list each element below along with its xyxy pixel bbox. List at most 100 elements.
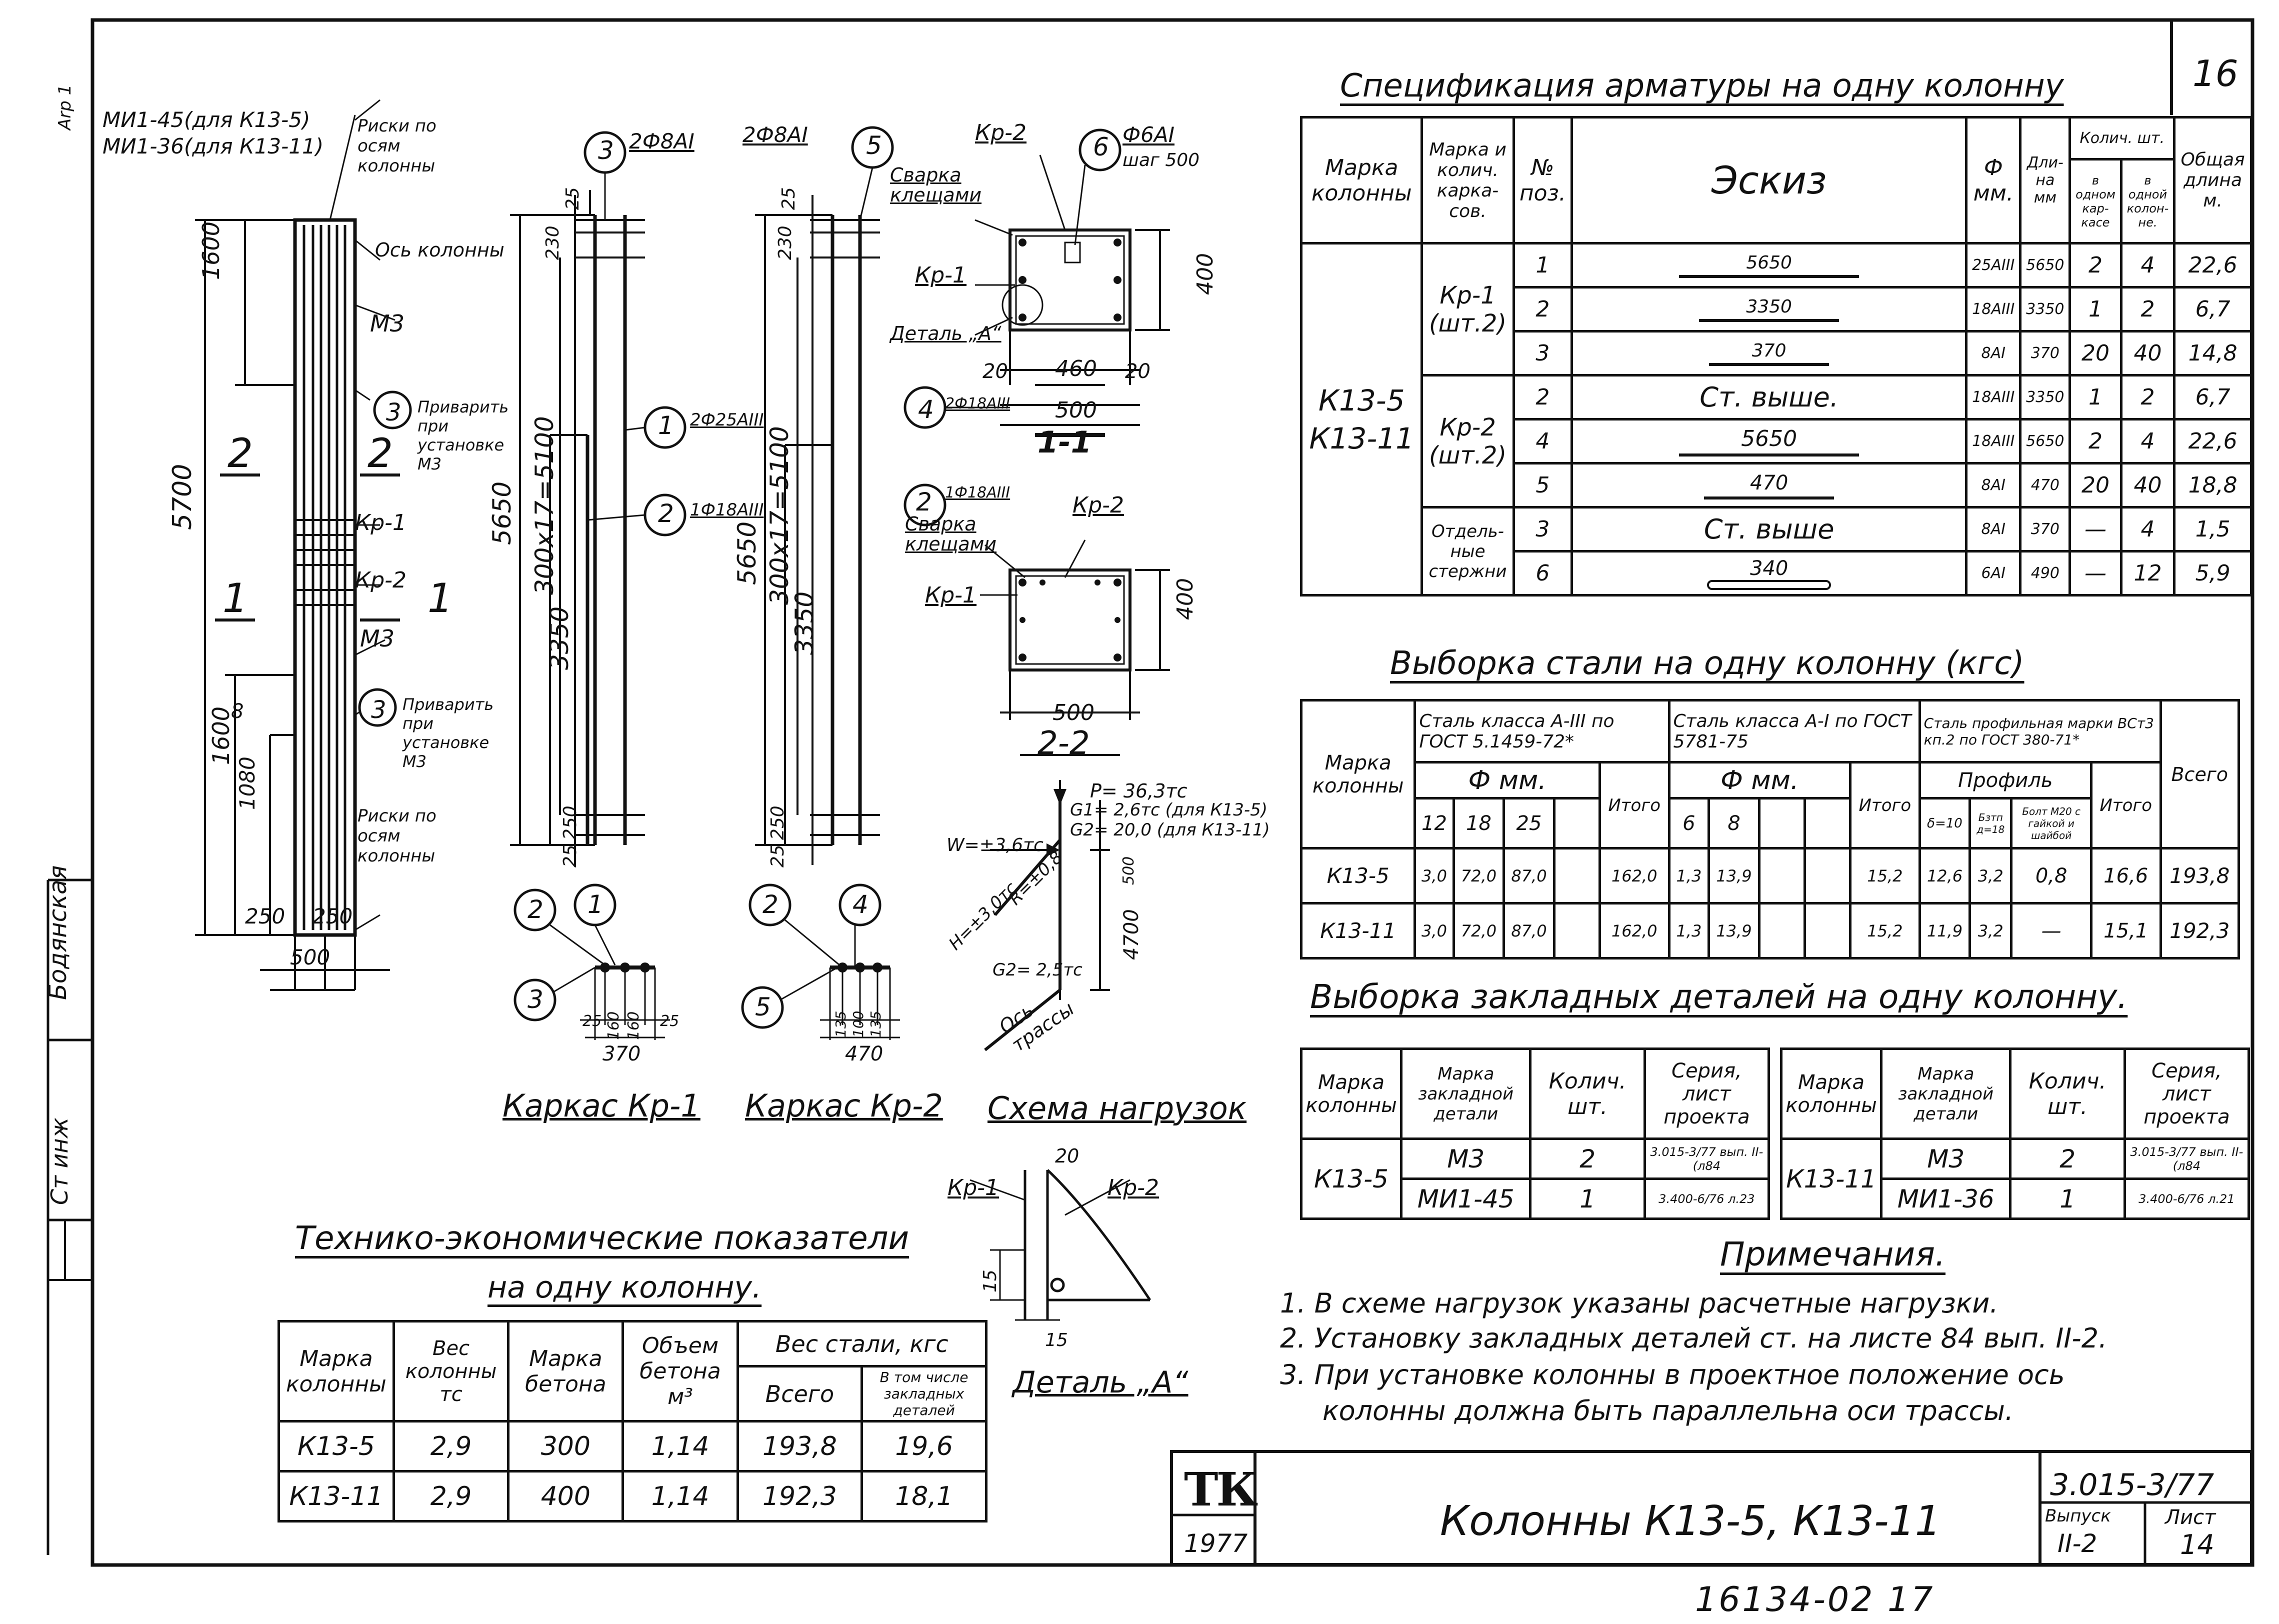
steel-r0-blank1: [1552, 847, 1601, 904]
steel-h-blank3: [1803, 797, 1852, 850]
steel-h-blank1: [1552, 797, 1601, 850]
spec-group-separate: Отдель- ные стержни: [1420, 506, 1515, 596]
steel-r1-it2: 15,2: [1849, 902, 1921, 960]
margin-code: Arp 1: [55, 84, 75, 130]
steel-h-d12: 12: [1414, 797, 1455, 850]
spec-h-obshaya: Общая длина м.: [2173, 116, 2252, 244]
note-2: 2. Установку закладных деталей ст. на ли…: [1280, 1322, 2108, 1354]
spec-r3-total: 6,7: [2173, 374, 2252, 420]
kr2-dim-25-bot: 25: [768, 844, 788, 868]
emb-r-r0-kol: 2: [2009, 1138, 2126, 1180]
col-section-2-right: 2: [368, 430, 393, 476]
spec-h-marka: Марка колонны: [1300, 116, 1424, 244]
title-list: 14: [2180, 1529, 2214, 1560]
kr1-sec-dim-370: 370: [602, 1042, 641, 1066]
steel-r0-all: 193,8: [2159, 847, 2240, 904]
tep-title-1: Технико-экономические показатели: [295, 1220, 910, 1257]
title-series: 3.015-3/77: [2050, 1468, 2214, 1502]
margin-stamp: Бодянская: [44, 865, 72, 1000]
s22-svarka: Сварка клещами: [905, 513, 997, 555]
col-callout-kr2: Кр-2: [355, 568, 407, 593]
embedded-table-left: Марка колонны Марка закладной детали Кол…: [1300, 1048, 1770, 1220]
spec-h-dlina: Дли- на мм: [2019, 116, 2072, 244]
s22-dim-400: 400: [1172, 578, 1198, 620]
tep-r1-beton: 400: [507, 1470, 624, 1522]
s11-bubble-6: 6: [1093, 132, 1109, 162]
emb-r-r0-seria: 3.015-3/77 вып. II-(л84: [2123, 1138, 2250, 1180]
kr2-sec-dim-100: 100: [850, 1010, 866, 1038]
kr1-sec-bubble-2: 2: [528, 895, 544, 924]
kr1-dim-230: 230: [542, 226, 563, 260]
spec-group-kr1: Кр-1 (шт.2): [1420, 242, 1515, 376]
detail-kr1: Кр-1: [948, 1175, 1000, 1200]
spec-r0-phi: 25АIII: [1965, 242, 2022, 288]
s11-title: 1-1: [1038, 425, 1092, 460]
spec-h-kolgroup: Колич. шт.: [2068, 116, 2176, 160]
col-callout-riski-top: Риски по осям колонны: [358, 116, 436, 176]
steel-h-itogo2: Итого: [1849, 761, 1921, 850]
steel-h-prof: Сталь профильная марки ВСт3 кп.2 по ГОСТ…: [1918, 699, 2162, 764]
load-g1: G1= 2,6тс (для К13-5): [1070, 800, 1268, 820]
steel-r1-blank3: [1803, 902, 1852, 960]
steel-r1-it1: 162,0: [1598, 902, 1670, 960]
col-callout-riski-bot: Риски по осям колонны: [358, 806, 436, 866]
spec-r7-total: 5,9: [2173, 550, 2252, 596]
col-callout-kr1: Кр-1: [355, 510, 407, 536]
s11-f6ai: Ф6АI: [1122, 122, 1174, 147]
emb-l-r0-seria: 3.015-3/77 вып. II-(л84: [1643, 1138, 1770, 1180]
s11-1f18: 1Ф18АIII: [945, 484, 1010, 502]
load-p: P= 36,3тс: [1090, 780, 1188, 802]
spec-r7-k2: 12: [2120, 550, 2176, 596]
tep-h-obyem: Объем бетона м³: [622, 1320, 739, 1422]
s11-kr1: Кр-1: [915, 262, 967, 288]
spec-r5-total: 18,8: [2173, 462, 2252, 508]
emb-l-h-marka: Марка колонны: [1300, 1048, 1402, 1140]
s11-dim-400: 400: [1192, 253, 1218, 295]
spec-h-kolich: Марка и колич. карка- сов.: [1420, 116, 1515, 244]
emb-r-r1-kol: 1: [2009, 1178, 2126, 1220]
spec-r6-total: 1,5: [2173, 506, 2252, 552]
title-logo: ТК: [1184, 1462, 1258, 1516]
spec-r4-sketch: 5650: [1570, 418, 1968, 464]
emb-l-marka: К13-5: [1300, 1138, 1402, 1220]
col-dim-1080: 1080: [235, 756, 260, 810]
spec-r7-pos: 6: [1512, 550, 1574, 596]
kr2-bubble-5-top: 5: [866, 131, 882, 160]
emb-r-h-kol: Колич. шт.: [2009, 1048, 2126, 1140]
spec-r5-pos: 5: [1512, 462, 1574, 508]
steel-h-p1: δ=10: [1918, 797, 1972, 850]
kr1-label-2f8ai: 2Ф8АI: [629, 129, 694, 154]
spec-r4-k1: 2: [2068, 418, 2122, 464]
kr1-sec-dim-25b: 25: [660, 1012, 680, 1030]
col-bubble-3-top: 3: [386, 398, 402, 426]
spec-r4-k2: 4: [2120, 418, 2176, 464]
col-callout-axis: Ось колонны: [375, 239, 504, 261]
s11-dim-500: 500: [1055, 398, 1097, 423]
col-callout-mi145: МИ1-45(для К13-5): [102, 108, 310, 132]
load-g2: G2= 20,0 (для К13-11): [1070, 820, 1270, 840]
steel-h-p3: Болт М20 с гайкой и шайбой: [2010, 797, 2092, 850]
col-dim-1600-bot: 1600: [208, 706, 234, 765]
col-section-1-left: 1: [222, 575, 248, 622]
spec-r6-len: 370: [2019, 506, 2072, 552]
spec-r4-total: 22,6: [2173, 418, 2252, 464]
steel-r1-all: 192,3: [2159, 902, 2240, 960]
kr2-sec-bubble-2: 2: [762, 890, 778, 919]
sheet-number-box: [2170, 20, 2173, 115]
steel-h-blank2: [1758, 797, 1806, 850]
spec-r0-sketch: 5650: [1570, 242, 1968, 288]
spec-r5-phi: 8АI: [1965, 462, 2022, 508]
spec-r1-k1: 1: [2068, 286, 2122, 332]
spec-r0-k2: 4: [2120, 242, 2176, 288]
s22-title: 2-2: [1038, 725, 1090, 762]
tep-h-ves: Вес колонны тс: [392, 1320, 510, 1422]
s11-2f18: 2Ф18АIII: [945, 395, 1010, 412]
load-w: W=±3,6тс: [946, 835, 1044, 856]
spec-r6-k1: —: [2068, 506, 2122, 552]
steel-table: Марка колонны Сталь класса А-III по ГОСТ…: [1300, 699, 2240, 960]
spec-r1-sketch: 3350: [1570, 286, 1968, 332]
tep-h-beton: Марка бетона: [507, 1320, 624, 1422]
spec-r4-phi: 18АIII: [1965, 418, 2022, 464]
steel-h-d25: 25: [1502, 797, 1556, 850]
spec-r7-k1: —: [2068, 550, 2122, 596]
